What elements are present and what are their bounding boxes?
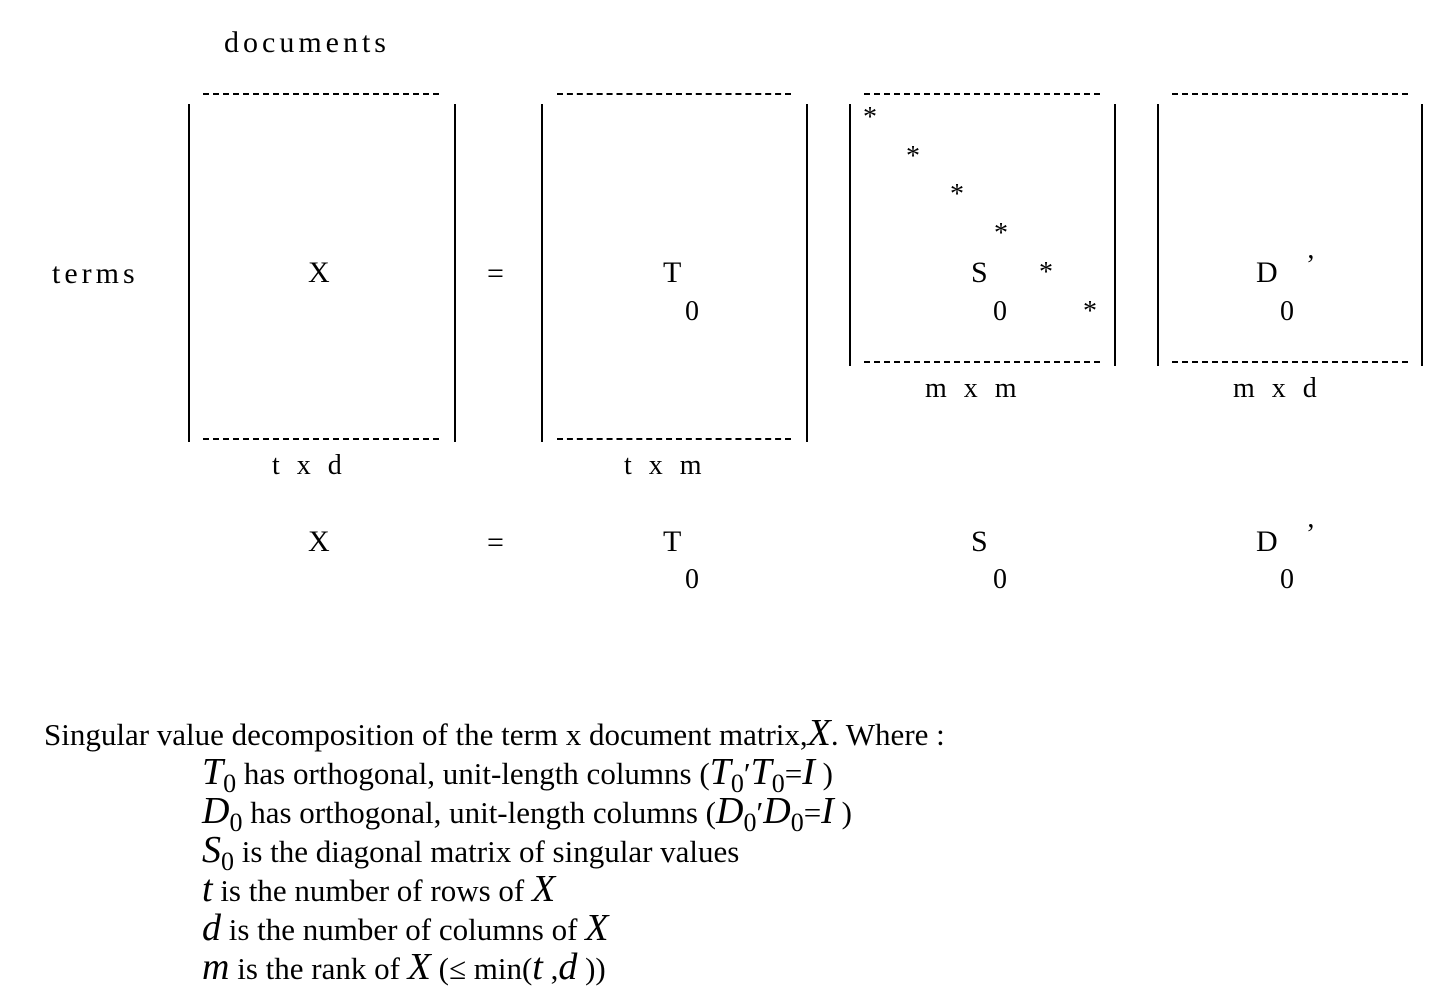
diagonal-star: * [950,179,964,210]
equation-equals: = [487,526,504,559]
equation-x: X [308,525,330,558]
matrix-t-subscript: 0 [685,296,699,327]
matrix-d-subscript: 0 [1280,296,1294,327]
matrix-s-subscript: 0 [993,296,1007,327]
caption-line-s0: S0 is the diagonal matrix of singular va… [202,829,740,877]
matrix-d-label: D [1256,256,1278,289]
equation-d-subscript: 0 [1280,564,1294,595]
diagonal-star: * [994,218,1008,249]
terms-label: terms [52,257,139,290]
matrix-d-dims: m x d [1233,373,1317,404]
equation-s: S [971,525,988,558]
equation-t-subscript: 0 [685,564,699,595]
matrix-s-label: S [971,256,988,289]
diagonal-star: * [1039,257,1053,288]
caption-line-t0: T0 has orthogonal, unit-length columns (… [202,751,833,799]
matrix-s-dims: m x m [925,373,1017,404]
caption-line-d: d is the number of columns of X [202,907,609,949]
caption-line-d0: D0 has orthogonal, unit-length columns (… [202,790,852,838]
documents-label: documents [224,26,390,59]
matrix-x-dims: t x d [272,450,342,481]
equals-sign: = [487,257,504,290]
equation-t: T [663,525,682,558]
diagonal-star: * [863,102,877,133]
var-x: X [807,712,831,754]
diagonal-star: * [906,141,920,172]
caption-line-t: t is the number of rows of X [202,868,556,910]
matrix-x-label: X [308,256,330,289]
svd-caption: Singular value decomposition of the term… [44,714,945,987]
equation-s-subscript: 0 [993,564,1007,595]
caption-line-m: m is the rank of X (≤ min(t ,d )) [202,946,606,988]
matrix-t-dims: t x m [624,450,702,481]
caption-intro: Singular value decomposition of the term… [44,712,945,754]
matrix-t-label: T [663,256,682,289]
equation-d: D [1256,525,1278,558]
diagonal-star: * [1083,296,1097,327]
matrix-d-prime: ’ [1306,250,1316,281]
equation-d-prime: ’ [1306,519,1316,550]
